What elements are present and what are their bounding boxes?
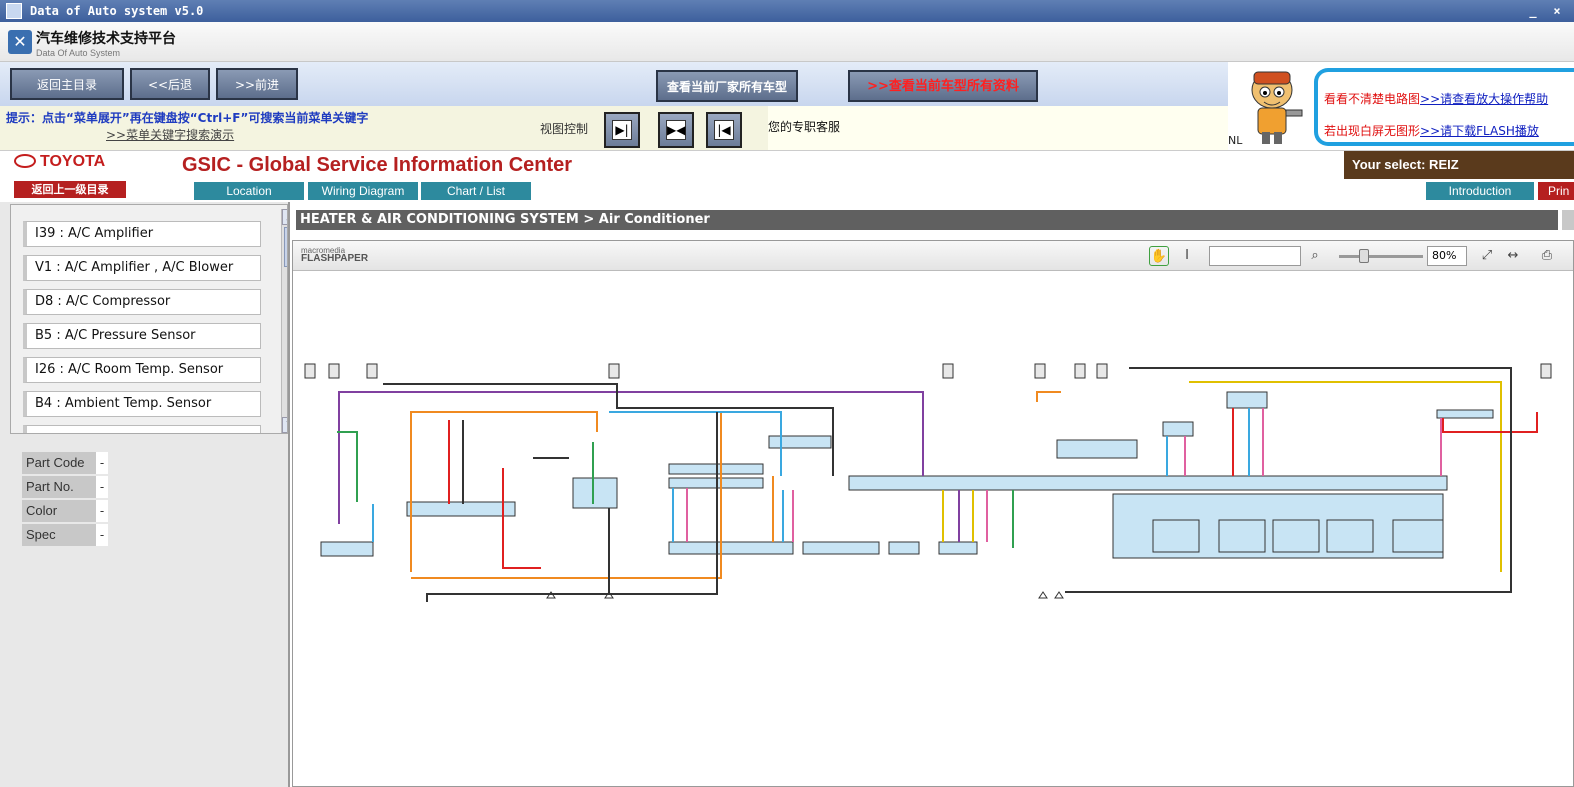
hand-tool-icon[interactable]: ✋ — [1149, 246, 1169, 266]
app-header: ✕ 汽车维修技术支持平台 Data Of Auto System — [0, 22, 1574, 62]
forward-button[interactable]: >>前进 — [216, 68, 298, 100]
tab-wiring-diagram[interactable]: Wiring Diagram — [308, 182, 418, 200]
hint-bar: 提示：点击“菜单展开”再在键盘按“Ctrl+F”可搜索当前菜单关键字 >>菜单关… — [0, 106, 1228, 150]
toyota-header: TOYOTA 返回上一级目录 GSIC - Global Service Inf… — [0, 150, 1574, 202]
your-select-label: Your select: REIZ — [1344, 151, 1574, 179]
text-select-icon[interactable]: I — [1185, 248, 1189, 263]
home-button[interactable]: 返回主目录 — [10, 68, 124, 100]
service-area: 您的专职客服 — [768, 106, 1228, 150]
zoom-slider[interactable] — [1339, 255, 1423, 258]
breadcrumb-end — [1562, 210, 1574, 230]
logo-bottom: FLASHPAPER — [301, 253, 369, 264]
list-item[interactable]: B4 : Ambient Temp. Sensor — [23, 391, 261, 417]
back-up-button[interactable]: 返回上一级目录 — [14, 181, 126, 198]
spec-label-spec: Spec — [22, 524, 108, 546]
view-all-data-button[interactable]: >>查看当前车型所有资料 — [848, 70, 1038, 102]
zoom-level[interactable]: 80% — [1427, 246, 1467, 266]
mascot-icon — [1251, 71, 1303, 144]
search-input[interactable] — [1209, 246, 1301, 266]
tools-icon: ✕ — [8, 30, 32, 54]
service-label: 您的专职客服 — [768, 120, 841, 134]
gsic-title: GSIC - Global Service Information Center — [182, 154, 573, 176]
nav-bar: 返回主目录 <<后退 >>前进 查看当前厂家所有车型 >>查看当前车型所有资料 — [0, 62, 1228, 106]
logo-top: macromedia — [301, 246, 346, 255]
search-hint: 提示：点击“菜单展开”再在键盘按“Ctrl+F”可搜索当前菜单关键字 — [6, 111, 369, 125]
search-icon[interactable]: ⌕ — [1311, 248, 1319, 263]
scroll-up-icon[interactable]: ▲ — [282, 209, 287, 225]
spec-label-part-code: Part Code — [22, 452, 108, 474]
list-scrollbar[interactable]: ▲ ▼ — [281, 209, 287, 433]
list-item[interactable]: I39 : A/C Amplifier — [23, 221, 261, 247]
print-icon[interactable]: ⎙ — [1541, 248, 1553, 263]
promo-panel: 看看不清楚电路图>>请查看放大操作帮助 若出现白屏无图形>>请下载FLASH播放… — [1228, 62, 1574, 150]
spec-label-part-no: Part No. — [22, 476, 108, 498]
spec-value-color: - — [96, 500, 108, 522]
view-split-button[interactable]: ▶◀ — [658, 112, 694, 148]
list-item-partial[interactable] — [23, 425, 261, 433]
tab-location[interactable]: Location — [194, 182, 304, 200]
toyota-logo: TOYOTA — [14, 153, 105, 171]
introduction-button[interactable]: Introduction — [1426, 182, 1534, 200]
promo-fragment: NL — [1228, 134, 1243, 147]
list-item[interactable]: I26 : A/C Room Temp. Sensor — [23, 357, 261, 383]
flash-download-link[interactable]: >>请下载FLASH播放 — [1420, 124, 1539, 138]
view-collapse-button[interactable]: |◀ — [706, 112, 742, 148]
promo-line-1-text: 看看不清楚电路图 — [1324, 92, 1421, 106]
promo-line-1: 看看不清楚电路图>>请查看放大操作帮助 — [1324, 90, 1548, 107]
app-subtitle: Data Of Auto System — [36, 48, 121, 58]
zoom-slider-thumb[interactable] — [1359, 249, 1369, 263]
left-panel: I39 : A/C Amplifier V1 : A/C Amplifier ,… — [0, 202, 290, 787]
app-icon — [6, 3, 22, 19]
viewer-toolbar: macromedia FLASHPAPER ✋ I ⌕ 80% ⤢ ↔ ⎙ — [293, 241, 1573, 271]
search-demo-link[interactable]: >>菜单关键字搜索演示 — [106, 128, 235, 142]
view-expand-button[interactable]: ▶| — [604, 112, 640, 148]
toyota-brand-text: TOYOTA — [40, 153, 106, 170]
promo-bubble — [1314, 68, 1574, 146]
view-all-models-button[interactable]: 查看当前厂家所有车型 — [656, 70, 798, 102]
window-titlebar: Data of Auto system v5.0 _ × — [0, 0, 1574, 22]
back-button[interactable]: <<后退 — [130, 68, 210, 100]
print-button[interactable]: Prin — [1538, 182, 1574, 200]
scroll-down-icon[interactable]: ▼ — [282, 417, 287, 433]
promo-line-2-text: 若出现白屏无图形 — [1324, 124, 1421, 138]
connector-list: I39 : A/C Amplifier V1 : A/C Amplifier ,… — [10, 204, 288, 434]
list-item[interactable]: D8 : A/C Compressor — [23, 289, 261, 315]
collapse-left-icon: |◀ — [714, 120, 734, 140]
spec-label-color: Color — [22, 500, 108, 522]
breadcrumb: HEATER & AIR CONDITIONING SYSTEM > Air C… — [296, 210, 1558, 230]
expand-right-icon: ▶| — [612, 120, 632, 140]
list-item[interactable]: V1 : A/C Amplifier , A/C Blower — [23, 255, 261, 281]
main-content: HEATER & AIR CONDITIONING SYSTEM > Air C… — [292, 202, 1574, 787]
scroll-thumb[interactable] — [284, 227, 287, 267]
list-item[interactable]: B5 : A/C Pressure Sensor — [23, 323, 261, 349]
zoom-help-link[interactable]: >>请查看放大操作帮助 — [1420, 92, 1549, 106]
spec-value-part-code: - — [96, 452, 108, 474]
spec-value-part-no: - — [96, 476, 108, 498]
toyota-emblem-icon — [14, 154, 36, 168]
tab-chart-list[interactable]: Chart / List — [421, 182, 531, 200]
window-title: Data of Auto system v5.0 — [30, 4, 204, 18]
flashpaper-viewer[interactable]: macromedia FLASHPAPER ✋ I ⌕ 80% ⤢ ↔ ⎙ — [292, 240, 1574, 787]
split-icon: ▶◀ — [666, 120, 686, 140]
promo-line-2: 若出现白屏无图形>>请下载FLASH播放 — [1324, 122, 1539, 139]
fit-width-icon[interactable]: ↔ — [1507, 248, 1519, 263]
spec-value-spec: - — [96, 524, 108, 546]
fit-page-icon[interactable]: ⤢ — [1481, 248, 1493, 263]
close-icon[interactable]: × — [1553, 4, 1561, 18]
wiring-diagram[interactable] — [293, 272, 1573, 786]
view-control-label: 视图控制 — [540, 122, 589, 136]
flashpaper-logo: macromedia FLASHPAPER — [301, 246, 369, 264]
app-title: 汽车维修技术支持平台 — [36, 31, 176, 47]
minimize-icon[interactable]: _ — [1529, 4, 1537, 18]
